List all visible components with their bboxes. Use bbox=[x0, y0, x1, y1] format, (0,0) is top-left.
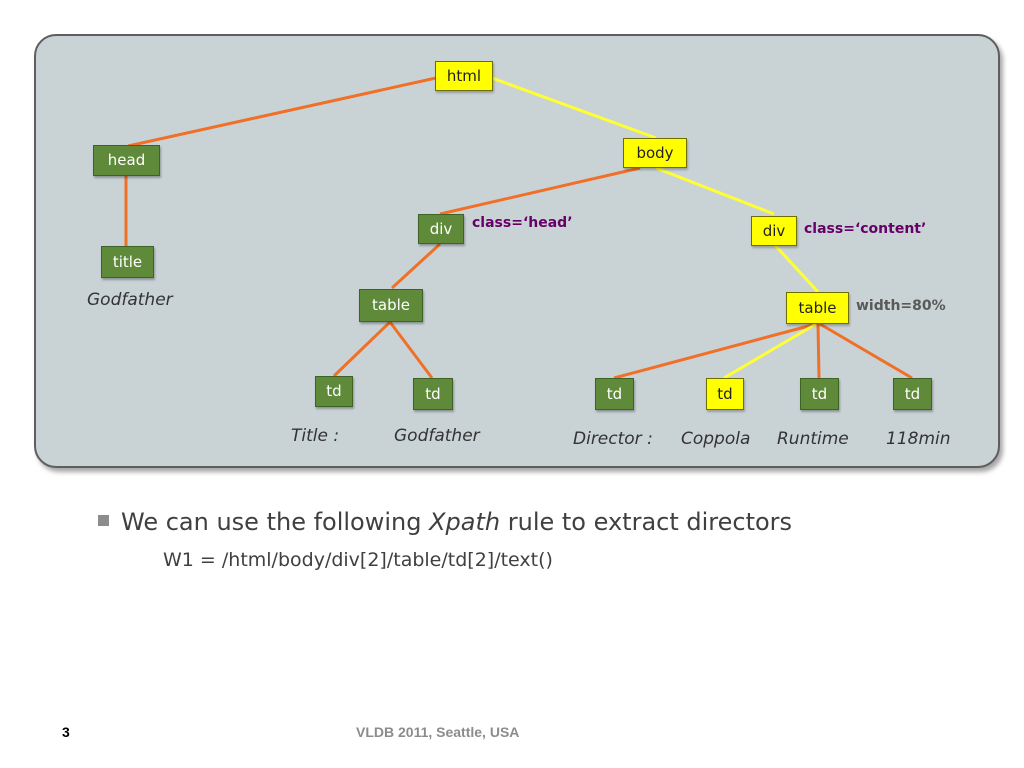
edge-table-td-runtime bbox=[816, 323, 821, 379]
leaf-title-godfather: Godfather bbox=[87, 290, 173, 310]
xpath-rule: W1 = /html/body/div[2]/table/td[2]/text(… bbox=[163, 549, 553, 571]
node-td-godfather: td bbox=[413, 378, 453, 410]
node-td-coppola: td bbox=[706, 378, 744, 410]
edge-div-head-table bbox=[390, 242, 442, 290]
node-head: head bbox=[93, 145, 160, 176]
attr-class-head: class=‘head’ bbox=[472, 215, 573, 231]
bullet-text: We can use the following Xpath rule to e… bbox=[98, 508, 792, 536]
bullet-suffix: rule to extract directors bbox=[500, 508, 793, 536]
edge-table-td-coppola bbox=[723, 322, 817, 380]
bullet-xpath-emphasis: Xpath bbox=[429, 508, 501, 536]
node-table-content: table bbox=[786, 292, 849, 324]
node-td-118min: td bbox=[893, 378, 932, 410]
edge-table-td2 bbox=[388, 321, 434, 379]
tree-panel bbox=[34, 34, 1000, 468]
edge-body-div-content bbox=[655, 166, 775, 216]
edge-table-td-director bbox=[613, 322, 817, 380]
bullet-prefix: We can use the following bbox=[121, 508, 430, 536]
edge-html-body bbox=[491, 76, 657, 140]
edge-body-div-head bbox=[439, 166, 641, 216]
node-html: html bbox=[435, 61, 493, 91]
node-td-title: td bbox=[315, 376, 353, 407]
edge-html-head bbox=[127, 76, 437, 148]
footer-text: VLDB 2011, Seattle, USA bbox=[356, 724, 520, 740]
leaf-coppola: Coppola bbox=[681, 429, 751, 449]
bullet-square-icon bbox=[98, 515, 109, 526]
attr-class-content: class=‘content’ bbox=[804, 221, 927, 237]
leaf-godfather: Godfather bbox=[394, 426, 480, 446]
node-div-content: div bbox=[751, 216, 797, 246]
edge-table-td1 bbox=[332, 320, 392, 378]
page-number: 3 bbox=[62, 724, 70, 740]
leaf-118min: 118min bbox=[886, 429, 951, 449]
leaf-director-label: Director : bbox=[573, 429, 653, 449]
attr-width: width=80% bbox=[856, 298, 946, 314]
node-table-head: table bbox=[359, 289, 423, 322]
node-div-head: div bbox=[418, 214, 464, 244]
node-body: body bbox=[623, 138, 687, 168]
node-title: title bbox=[101, 246, 154, 278]
node-td-director: td bbox=[595, 378, 634, 410]
edge-table-td-118min bbox=[819, 322, 913, 380]
leaf-runtime: Runtime bbox=[777, 429, 849, 449]
node-td-runtime: td bbox=[800, 378, 839, 410]
leaf-title-label: Title : bbox=[291, 426, 340, 446]
edge-div-content-table bbox=[772, 242, 820, 294]
